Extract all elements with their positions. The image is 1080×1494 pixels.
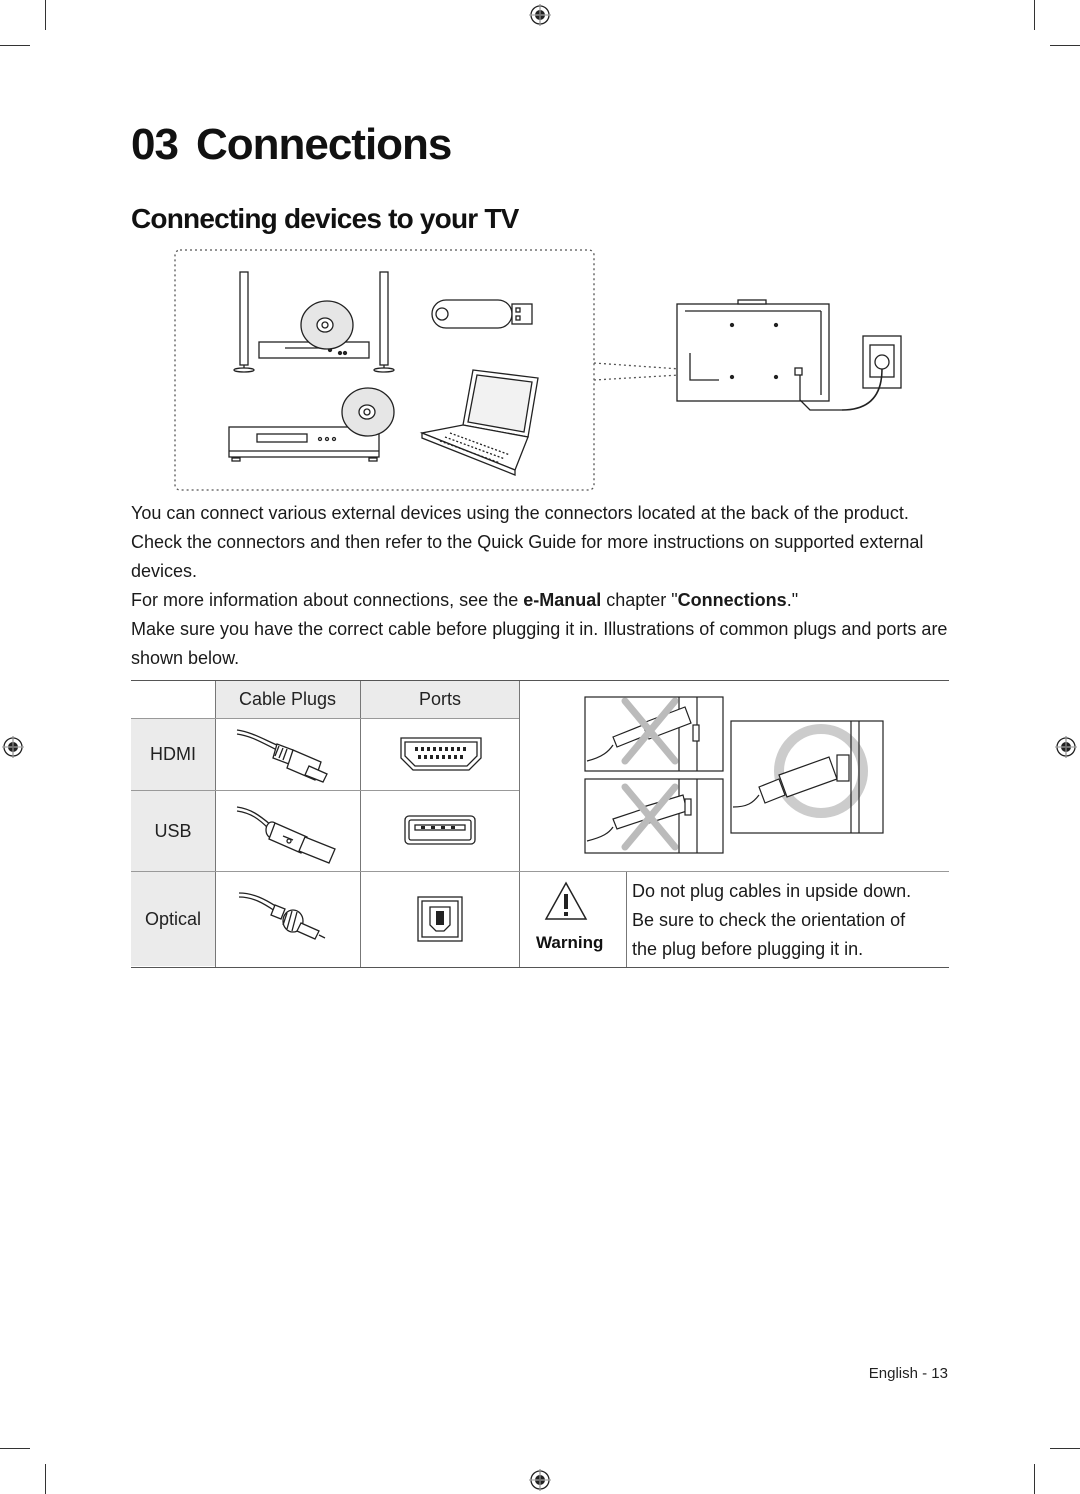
emanual-link: e-Manual xyxy=(523,590,602,610)
emanual-mid: chapter " xyxy=(601,590,678,610)
cable-plugs-header: Cable Plugs xyxy=(215,681,360,718)
crop-mark xyxy=(1050,1448,1080,1449)
chapter-number: 03 xyxy=(131,120,179,169)
table-divider xyxy=(131,790,519,791)
table-divider xyxy=(131,871,949,872)
emanual-prefix: For more information about connections, … xyxy=(131,590,524,610)
crop-mark xyxy=(45,0,46,30)
table-divider xyxy=(360,681,361,967)
usb-port-icon xyxy=(403,814,477,846)
optical-plug-icon xyxy=(237,889,333,945)
row-label-usb: USB xyxy=(131,791,215,871)
usb-stick-icon xyxy=(431,299,533,329)
usb-plug-icon xyxy=(231,803,341,865)
x-mark-icon xyxy=(621,697,679,765)
emanual-paragraph: For more information about connections, … xyxy=(131,586,951,615)
laptop-icon xyxy=(419,369,539,476)
crop-mark xyxy=(45,1464,46,1494)
hdmi-plug-icon xyxy=(231,726,341,786)
table-divider xyxy=(519,681,520,967)
connections-table: Cable Plugs Ports HDMI USB Optical xyxy=(131,680,949,968)
registration-mark-icon xyxy=(529,1469,551,1491)
emanual-suffix: ." xyxy=(786,590,799,610)
table-divider xyxy=(626,871,627,967)
intro-paragraph: You can connect various external devices… xyxy=(131,503,924,581)
registration-mark-icon xyxy=(1055,736,1077,758)
crop-mark xyxy=(0,45,30,46)
row-label-hdmi: HDMI xyxy=(131,718,215,790)
table-divider xyxy=(215,681,216,967)
warning-text: Do not plug cables in upside down. Be su… xyxy=(632,877,911,964)
crop-mark xyxy=(0,1448,30,1449)
registration-mark-icon xyxy=(529,4,551,26)
warning-label: Warning xyxy=(536,933,604,952)
warning-line: Be sure to check the orientation of xyxy=(632,910,906,930)
table-divider xyxy=(131,718,519,719)
ports-header: Ports xyxy=(361,681,519,718)
warning-line: the plug before plugging it in. xyxy=(632,939,864,959)
crop-mark xyxy=(1034,1464,1035,1494)
bluray-player-icon xyxy=(228,387,395,462)
o-mark-icon xyxy=(774,724,868,818)
tv-back-icon xyxy=(676,299,842,411)
optical-port-icon xyxy=(416,895,464,943)
warning-line: Do not plug cables in upside down. xyxy=(632,881,912,901)
section-title: Connecting devices to your TV xyxy=(131,203,519,234)
x-mark-icon xyxy=(621,783,679,851)
crop-mark xyxy=(1034,0,1035,30)
warning-triangle-icon xyxy=(544,881,588,921)
chapter-title: 03 Connections xyxy=(131,120,452,170)
registration-mark-icon xyxy=(2,736,24,758)
home-theater-icon xyxy=(233,271,395,373)
devices-illustration xyxy=(170,245,910,495)
cable-paragraph: Make sure you have the correct cable bef… xyxy=(131,619,948,668)
row-label-optical: Optical xyxy=(131,872,215,966)
crop-mark xyxy=(1050,45,1080,46)
emanual-chapter: Connections xyxy=(677,590,787,610)
body-text: You can connect various external devices… xyxy=(131,499,951,673)
hdmi-port-icon xyxy=(399,736,483,772)
page-number: English - 13 xyxy=(868,1365,948,1382)
chapter-title-text: Connections xyxy=(195,120,452,169)
wall-socket-icon xyxy=(841,335,902,411)
orientation-illustration xyxy=(583,695,887,857)
